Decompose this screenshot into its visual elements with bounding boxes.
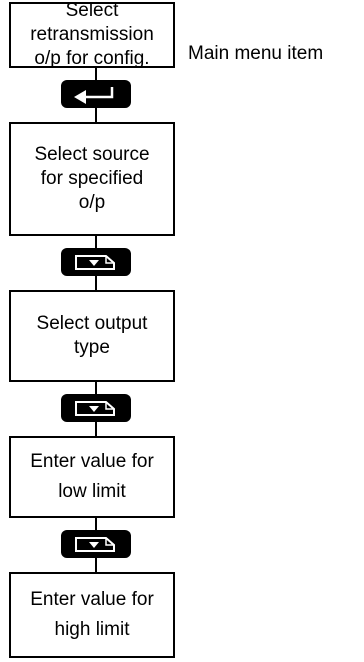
step-box-select-output-type: Select output type (9, 290, 175, 382)
connector-line (95, 516, 97, 530)
connector-line (95, 234, 97, 248)
step-text: Select (65, 0, 119, 21)
down-key (61, 530, 131, 558)
enter-key (61, 80, 131, 108)
down-key-icon (75, 255, 115, 270)
step-box-select-source: Select source for specified o/p (9, 122, 175, 236)
down-key-icon (75, 401, 115, 416)
step-text: retransmission (30, 24, 154, 45)
step-text: high limit (54, 619, 130, 640)
connector-line (95, 276, 97, 290)
step-text: Select source (34, 144, 150, 165)
step-text: type (74, 337, 110, 358)
step-box-high-limit: Enter value for high limit (9, 572, 175, 658)
step-text: for specified (40, 168, 144, 189)
step-text: Select output (36, 313, 148, 334)
step-text: o/p for config. (34, 48, 150, 69)
down-key (61, 248, 131, 276)
step-box-select-retransmission: Select retransmission o/p for config. (9, 0, 175, 69)
step-text: Enter value for (30, 451, 154, 472)
down-key-icon (75, 537, 115, 552)
connector-line (95, 66, 97, 80)
connector-line (95, 108, 97, 122)
connector-line (95, 380, 97, 394)
connector-line (95, 558, 97, 572)
down-key (61, 394, 131, 422)
step-text: low limit (58, 481, 126, 502)
step-box-low-limit: Enter value for low limit (9, 436, 175, 518)
connector-line (95, 422, 97, 436)
step-text: Enter value for (30, 589, 154, 610)
enter-key-icon (74, 87, 114, 104)
main-menu-annotation: Main menu item (188, 43, 324, 64)
step-text: o/p (78, 192, 106, 213)
